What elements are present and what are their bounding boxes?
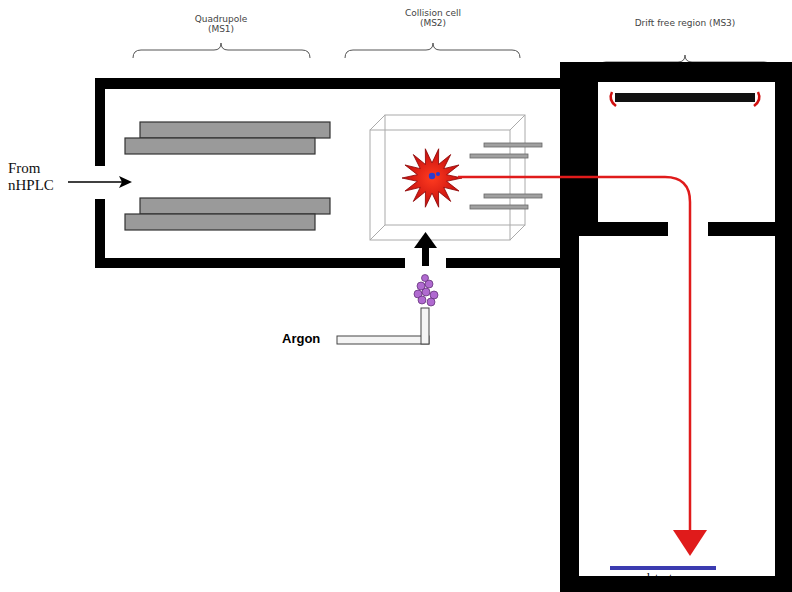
section-label: Collision cell (MS2) (403, 8, 463, 29)
section-label: Quadrupole (MS1) (181, 14, 261, 35)
reflectron (611, 92, 760, 106)
upper-chamber (598, 82, 775, 222)
detector-label: detector (623, 572, 703, 586)
detector-plate (610, 566, 716, 570)
part-label: From nHPLC (8, 160, 66, 195)
drift-housing (560, 62, 792, 592)
collision-burst (402, 149, 462, 207)
chamber-opening (668, 220, 708, 238)
argon-inlet (337, 232, 438, 344)
quadrupole-rod (125, 122, 330, 230)
inlet-arrow (68, 176, 132, 188)
lower-chamber (579, 236, 775, 576)
ion-path (458, 177, 707, 556)
part-label: Argon (282, 332, 342, 347)
section-label: Drift free region (MS3) (630, 18, 740, 28)
housing-wall (95, 78, 570, 268)
